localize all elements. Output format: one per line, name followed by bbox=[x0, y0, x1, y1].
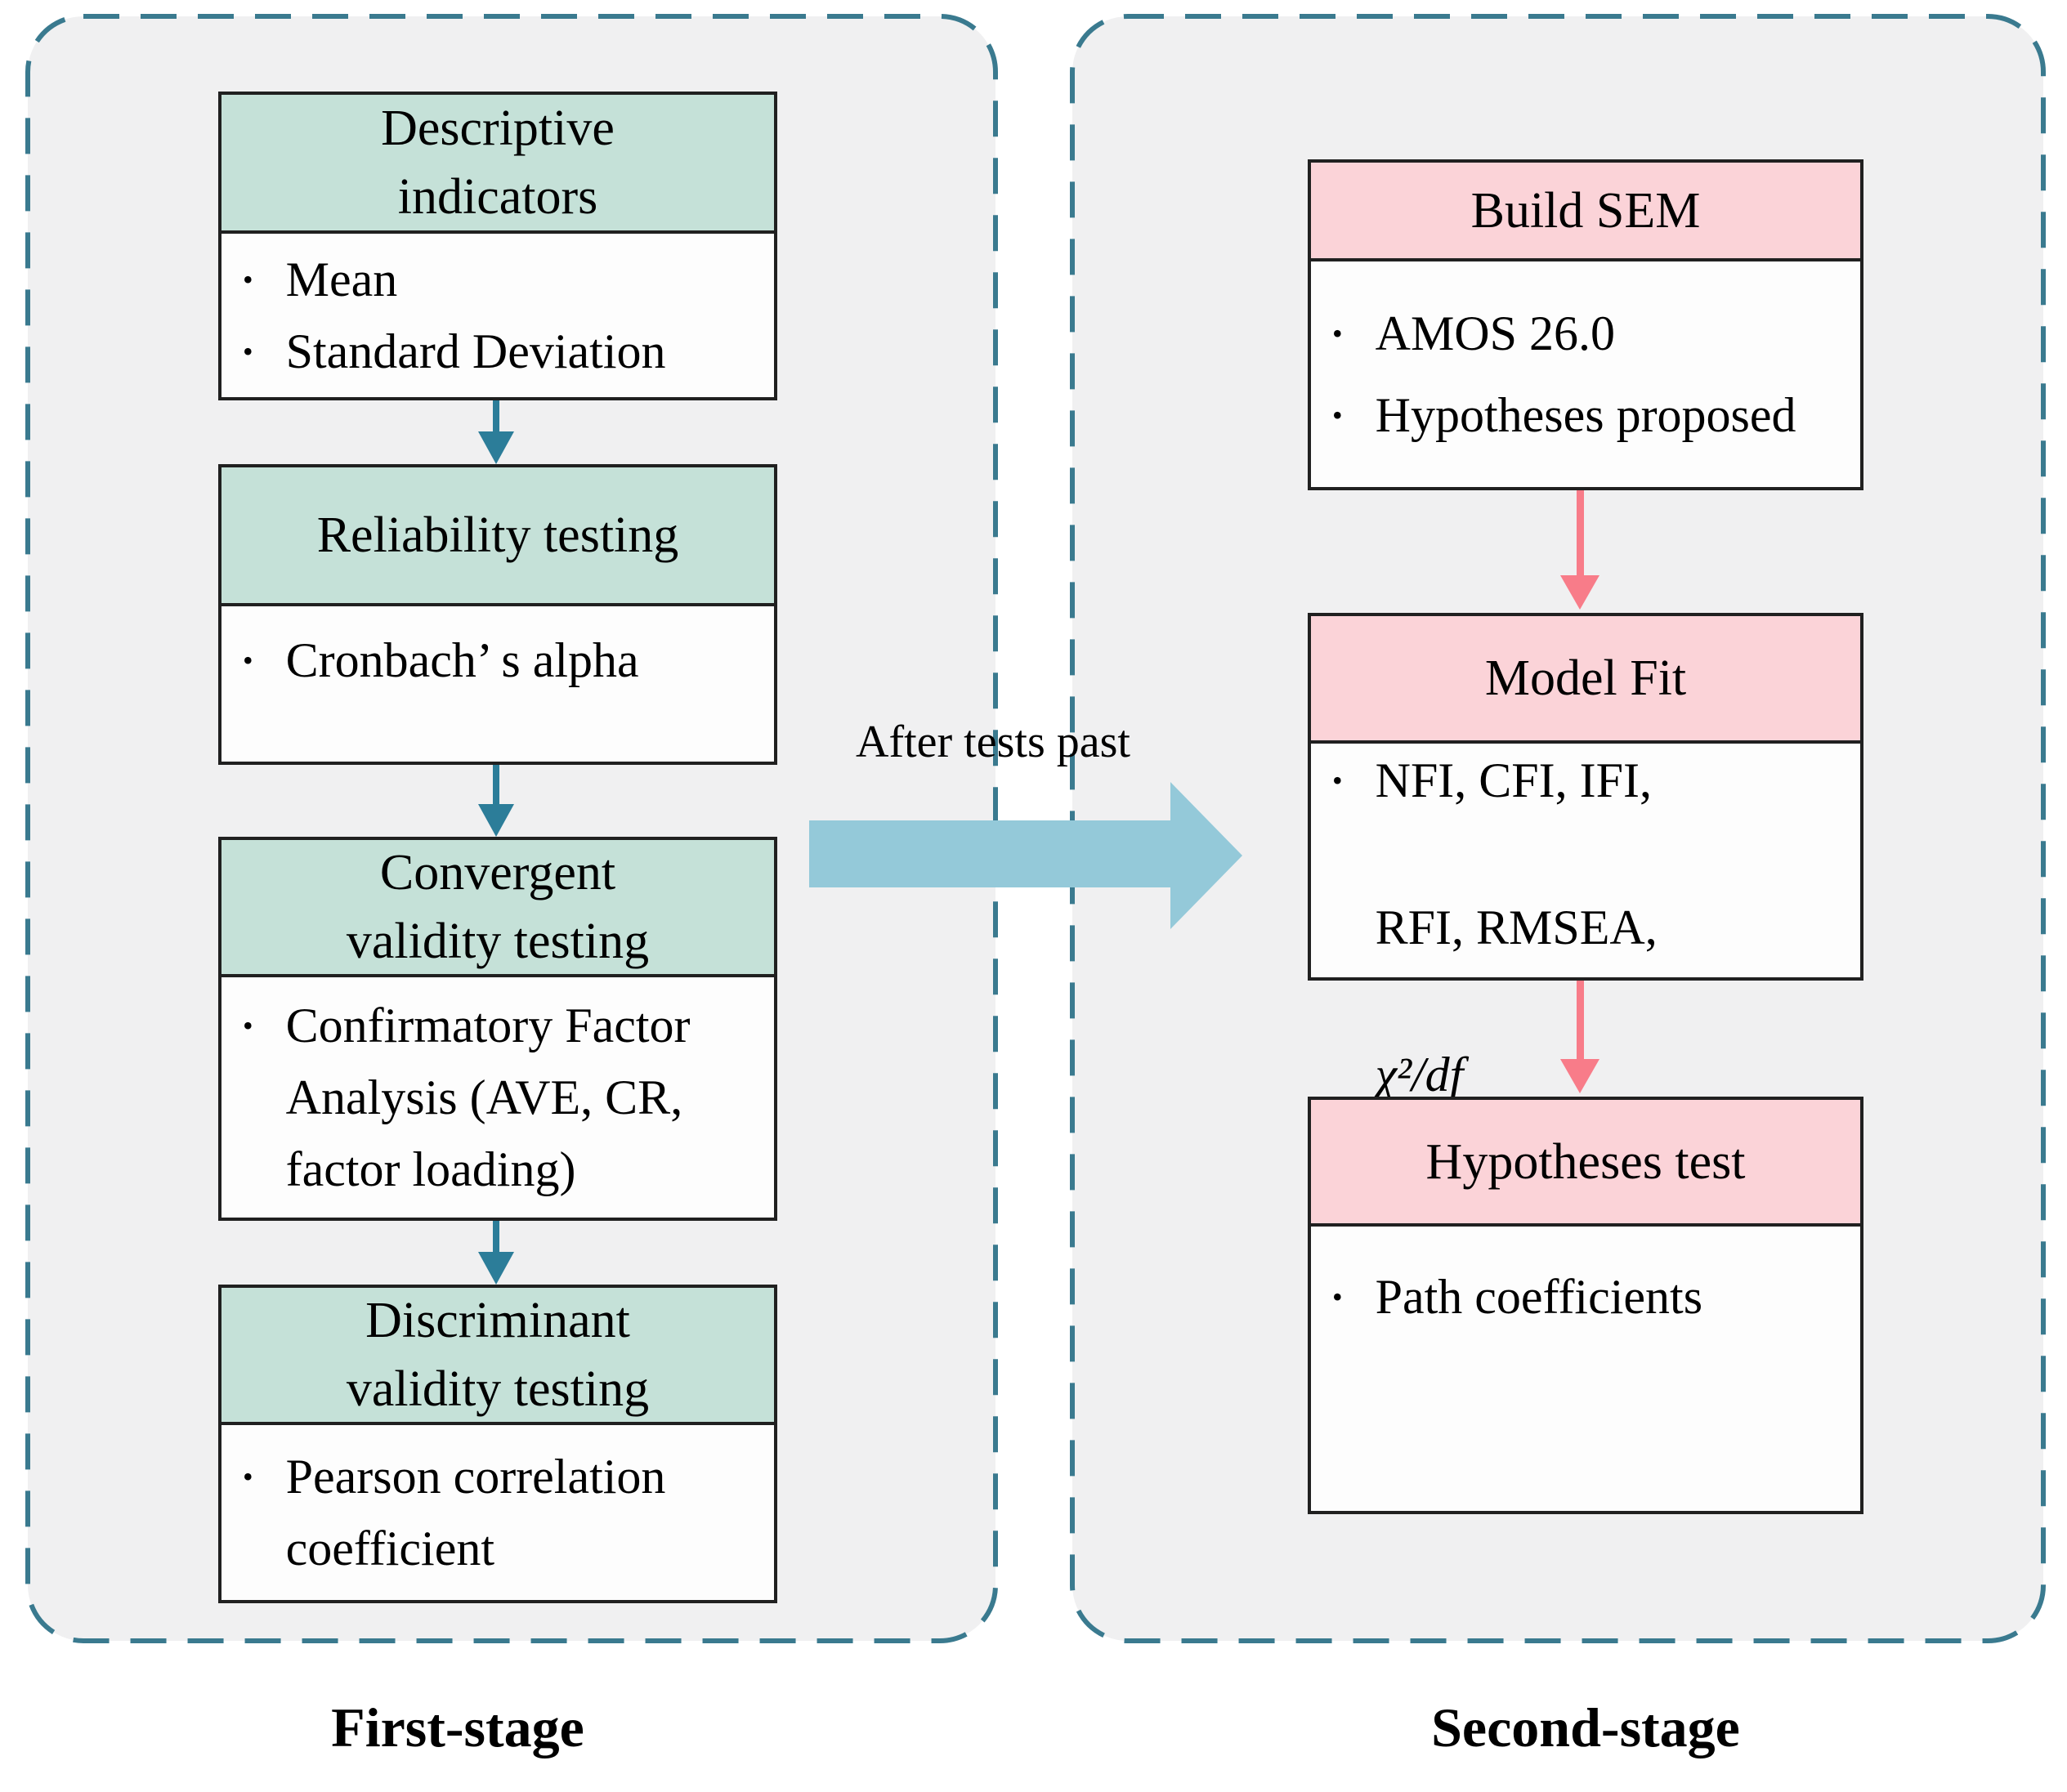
box-descriptive-indicators: Descriptive indicators • Mean • Standard… bbox=[218, 92, 777, 400]
right-arrow-icon bbox=[809, 820, 1170, 887]
list-item-text: AMOS 26.0 bbox=[1375, 306, 1615, 360]
bullet-icon: • bbox=[1332, 399, 1343, 431]
bullet-icon: • bbox=[243, 263, 253, 296]
bullet-icon: • bbox=[243, 644, 253, 677]
list-item: • Hypotheses proposed bbox=[1332, 379, 1852, 451]
list-item: • AMOS 26.0 bbox=[1332, 297, 1852, 369]
down-arrow-icon bbox=[478, 400, 514, 464]
down-arrow-icon bbox=[478, 1221, 514, 1285]
list-item-text: Path coefficients bbox=[1375, 1270, 1703, 1324]
down-arrow-icon bbox=[1560, 981, 1599, 1093]
box-discriminant-validity-testing-header: Discriminant validity testing bbox=[221, 1288, 774, 1425]
list-item: • Mean bbox=[243, 244, 766, 315]
box-convergent-validity-testing-header: Convergent validity testing bbox=[221, 840, 774, 977]
fit-indices-line2: RFI, RMSEA, bbox=[1375, 900, 1658, 954]
bullet-icon: • bbox=[1332, 1280, 1343, 1313]
box-hypotheses-test: Hypotheses test • Path coefficients bbox=[1308, 1097, 1863, 1514]
box-convergent-validity-testing: Convergent validity testing • Confirmato… bbox=[218, 837, 777, 1221]
box-build-sem: Build SEM • AMOS 26.0 • Hypotheses propo… bbox=[1308, 159, 1863, 490]
box-descriptive-indicators-header: Descriptive indicators bbox=[221, 95, 774, 234]
list-item-text: Confirmatory Factor Analysis (AVE, CR, f… bbox=[285, 999, 691, 1196]
box-hypotheses-test-header: Hypotheses test bbox=[1311, 1100, 1860, 1227]
transition-label: After tests past bbox=[856, 717, 1130, 767]
box-descriptive-indicators-body: • Mean • Standard Deviation bbox=[221, 234, 774, 397]
box-discriminant-validity-testing-body: • Pearson correlation coefficient bbox=[221, 1425, 774, 1600]
stage1-label: First-stage bbox=[331, 1696, 584, 1758]
chi-square-df-formula: χ²/df bbox=[1375, 1048, 1464, 1102]
down-arrow-icon bbox=[478, 765, 514, 837]
list-item-text: Hypotheses proposed bbox=[1375, 388, 1796, 442]
list-item: • Cronbach’ s alpha bbox=[243, 624, 766, 696]
list-item-text: Pearson correlation coefficient bbox=[285, 1450, 666, 1575]
box-hypotheses-test-body: • Path coefficients bbox=[1311, 1227, 1860, 1511]
bullet-icon: • bbox=[1332, 317, 1343, 350]
box-reliability-testing-header: Reliability testing bbox=[221, 467, 774, 606]
right-arrow-head-icon bbox=[1170, 782, 1242, 929]
bullet-icon: • bbox=[243, 1009, 253, 1042]
bullet-icon: • bbox=[243, 1460, 253, 1493]
list-item-text: Cronbach’ s alpha bbox=[285, 633, 639, 687]
bullet-icon: • bbox=[1332, 764, 1343, 797]
list-item: • Path coefficients bbox=[1332, 1261, 1852, 1333]
box-model-fit: Model Fit • NFI, CFI, IFI, RFI, RMSEA, χ… bbox=[1308, 613, 1863, 1102]
box-build-sem-body: • AMOS 26.0 • Hypotheses proposed bbox=[1311, 261, 1860, 487]
box-discriminant-validity-testing: Discriminant validity testing • Pearson … bbox=[218, 1285, 777, 1603]
fit-indices-line1: NFI, CFI, IFI, bbox=[1375, 753, 1652, 807]
box-model-fit-header: Model Fit bbox=[1311, 616, 1860, 744]
list-item: • Pearson correlation coefficient bbox=[243, 1441, 766, 1584]
box-model-fit-body: • NFI, CFI, IFI, RFI, RMSEA, χ²/df bbox=[1311, 744, 1860, 1111]
stage2-label: Second-stage bbox=[1431, 1696, 1740, 1758]
list-item-text: Standard Deviation bbox=[285, 324, 666, 378]
list-item: • Confirmatory Factor Analysis (AVE, CR,… bbox=[243, 990, 766, 1205]
box-reliability-testing-body: • Cronbach’ s alpha bbox=[221, 606, 774, 762]
list-item: • Standard Deviation bbox=[243, 315, 766, 387]
list-item-text: Mean bbox=[285, 252, 398, 306]
box-convergent-validity-testing-body: • Confirmatory Factor Analysis (AVE, CR,… bbox=[221, 977, 774, 1218]
down-arrow-icon bbox=[1560, 490, 1599, 610]
box-build-sem-header: Build SEM bbox=[1311, 163, 1860, 261]
list-item: • NFI, CFI, IFI, RFI, RMSEA, χ²/df bbox=[1332, 744, 1852, 1111]
bullet-icon: • bbox=[243, 335, 253, 368]
list-item-text: NFI, CFI, IFI, RFI, RMSEA, χ²/df bbox=[1376, 744, 1658, 1111]
box-reliability-testing: Reliability testing • Cronbach’ s alpha bbox=[218, 464, 777, 765]
